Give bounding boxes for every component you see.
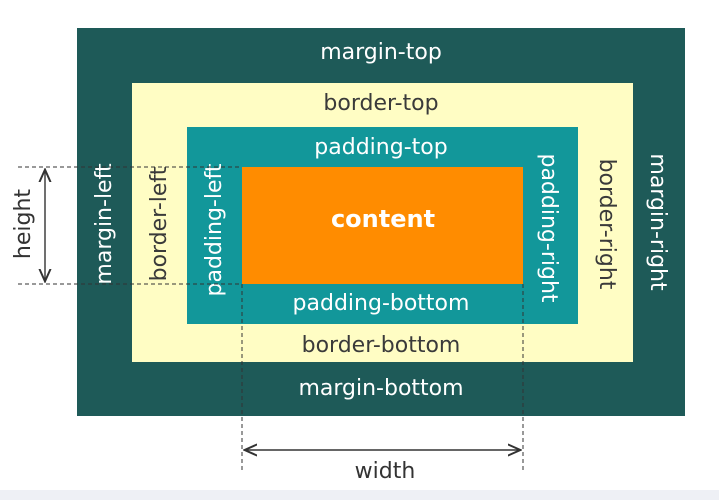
bottom-bar xyxy=(0,490,719,500)
border-top-label: border-top xyxy=(323,91,439,116)
padding-top-label: padding-top xyxy=(314,135,448,160)
height-label: height xyxy=(11,188,36,260)
margin-bottom-label: margin-bottom xyxy=(298,376,464,401)
margin-top-label: margin-top xyxy=(320,40,442,65)
content-box xyxy=(242,167,523,284)
border-bottom-label: border-bottom xyxy=(301,333,461,358)
content-label: content xyxy=(330,205,436,233)
padding-bottom-label: padding-bottom xyxy=(292,291,470,316)
width-label: width xyxy=(354,459,416,484)
